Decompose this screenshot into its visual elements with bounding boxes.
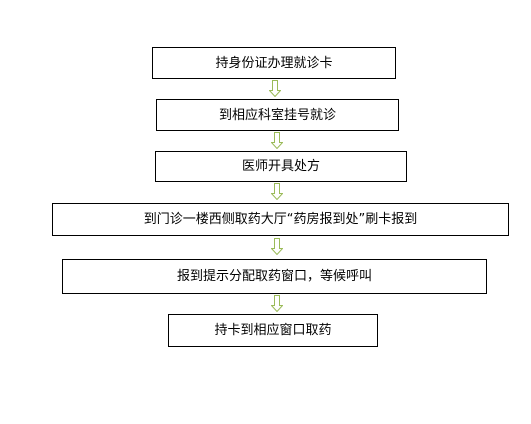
step-label: 报到提示分配取药窗口，等候呼叫 bbox=[176, 269, 372, 284]
down-arrow-icon bbox=[271, 295, 283, 312]
step-doctor-prescription: 医师开具处方 bbox=[155, 151, 407, 182]
step-register-department: 到相应科室挂号就诊 bbox=[156, 99, 399, 131]
down-arrow-icon bbox=[271, 132, 283, 149]
step-label: 持卡到相应窗口取药 bbox=[214, 323, 332, 338]
step-pharmacy-checkin: 到门诊一楼西侧取药大厅“药房报到处”刷卡报到 bbox=[52, 203, 509, 236]
down-arrow-icon bbox=[271, 183, 283, 200]
step-label: 到相应科室挂号就诊 bbox=[218, 107, 336, 123]
step-label: 持身份证办理就诊卡 bbox=[215, 55, 333, 71]
down-arrow-icon bbox=[269, 80, 281, 97]
step-apply-medical-card: 持身份证办理就诊卡 bbox=[152, 47, 396, 79]
step-label: 医师开具处方 bbox=[241, 159, 320, 174]
step-collect-medicine: 持卡到相应窗口取药 bbox=[168, 314, 378, 347]
step-window-assignment: 报到提示分配取药窗口，等候呼叫 bbox=[62, 259, 487, 294]
down-arrow-icon bbox=[271, 238, 283, 255]
step-label: 到门诊一楼西侧取药大厅“药房报到处”刷卡报到 bbox=[143, 212, 418, 227]
